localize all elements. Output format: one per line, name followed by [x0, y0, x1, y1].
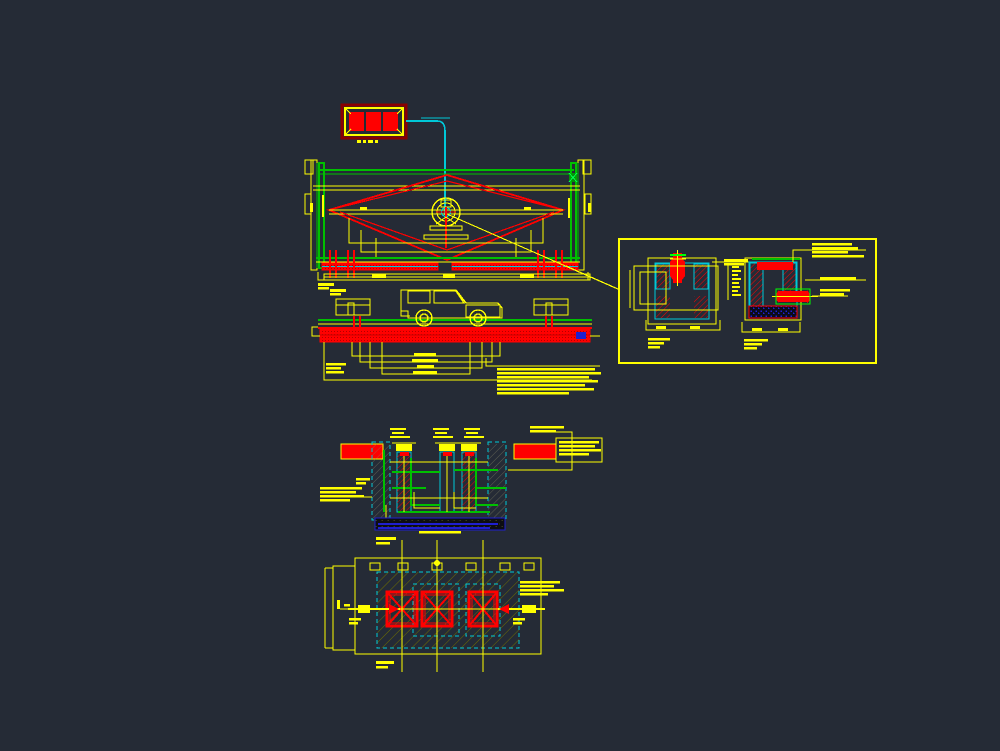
pile-group-left: [329, 250, 355, 278]
truss-elevation-view[interactable]: [304, 159, 592, 290]
section-note-left-block: [320, 478, 372, 502]
section-end-block-right: [514, 444, 556, 459]
deck-slab-hatch: [319, 328, 591, 343]
plan-section-label: [349, 618, 525, 625]
column-head-caps: [392, 442, 481, 456]
vehicle-silhouette-pickup: [400, 289, 503, 327]
plan-left-dimension: [337, 600, 350, 609]
section-note-left: [326, 363, 346, 374]
dimension-ladder: [323, 342, 592, 381]
plan-section-marker-right[interactable]: [498, 604, 545, 614]
plan-footing-outline-2: [412, 583, 460, 637]
detail-callout-leader: [446, 213, 621, 291]
legend-swatch-1: [349, 112, 364, 131]
plan-section-marker-left[interactable]: [348, 604, 400, 614]
detail-note-right: [812, 243, 864, 296]
section-tie-bars: [383, 450, 506, 513]
detail-bearing-left: [629, 250, 756, 349]
legend-label-clave: [357, 140, 378, 143]
planta-view-label: [376, 661, 394, 669]
legend-swatch-box[interactable]: [340, 103, 408, 143]
elevation-dimension-text: [310, 195, 591, 218]
legend-leader-line: [406, 117, 450, 215]
support-piers: [353, 316, 553, 330]
section-note-right: [508, 426, 603, 471]
column-head-labels: [390, 428, 484, 439]
pile-group-right: [537, 250, 563, 278]
legend-swatch-3: [383, 112, 398, 131]
truss-center-hub: [423, 197, 469, 248]
detail-bearing-right: [727, 243, 866, 350]
cross-section-view[interactable]: [320, 426, 603, 545]
general-note-block: [485, 358, 601, 395]
legend-swatch-2: [366, 112, 381, 131]
connection-detail-frame[interactable]: [618, 238, 877, 364]
vehicle-loading-elevation-view[interactable]: [311, 289, 601, 395]
corte-view-label: [376, 537, 396, 545]
elevation-view-label: [318, 283, 334, 290]
seccion-view-label: [330, 289, 346, 296]
dimension-text-micro: [412, 353, 438, 374]
foundation-plan-view[interactable]: [324, 540, 564, 672]
plan-note-right: [520, 581, 564, 596]
